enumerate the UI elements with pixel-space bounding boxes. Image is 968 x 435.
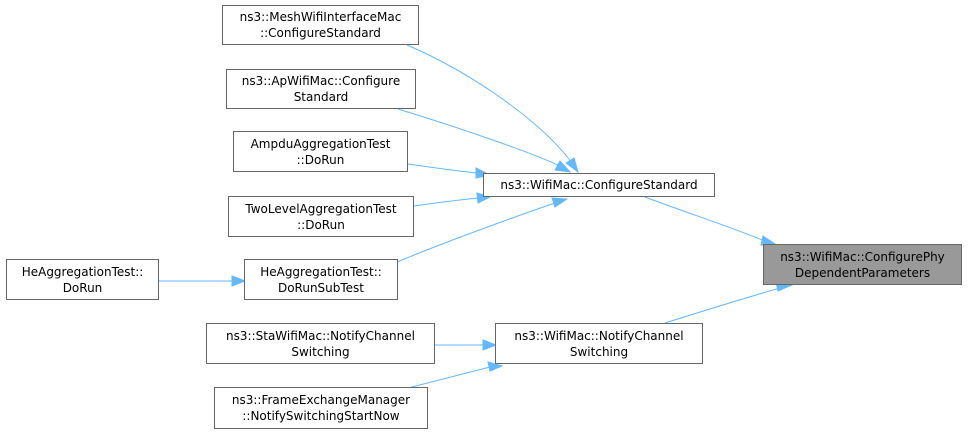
edge-n2-to-n1 bbox=[406, 44, 573, 164]
arrowhead-n3-to-n1 bbox=[554, 160, 572, 173]
edge-n1-to-n0 bbox=[644, 196, 768, 243]
edge-n5-to-n1 bbox=[413, 197, 479, 207]
edge-n3-to-n1 bbox=[397, 108, 561, 167]
node-he-aggregation-test-dorun[interactable]: HeAggregationTest:: DoRun bbox=[6, 259, 159, 300]
node-stawifimac-notify-channel-switching[interactable]: ns3::StaWifiMac::NotifyChannel Switching bbox=[206, 323, 435, 364]
node-he-aggregation-test-dorunsubtest[interactable]: HeAggregationTest:: DoRunSubTest bbox=[244, 259, 398, 300]
node-wifimac-configure-standard[interactable]: ns3::WifiMac::ConfigureStandard bbox=[483, 173, 715, 197]
node-apwifimac-configure-standard[interactable]: ns3::ApWifiMac::Configure Standard bbox=[226, 69, 416, 109]
arrowhead-n2-to-n1 bbox=[565, 157, 579, 174]
arrowhead-n6-to-n1 bbox=[551, 197, 569, 208]
node-frameexchangemanager-notify-switching-start-now[interactable]: ns3::FrameExchangeManager ::NotifySwitch… bbox=[214, 387, 428, 429]
edge-n4-to-n1 bbox=[407, 163, 479, 174]
edge-n8-to-n0 bbox=[664, 287, 781, 324]
arrowhead-n7-to-n6 bbox=[231, 275, 247, 287]
arrowhead-n9-to-n8 bbox=[482, 339, 498, 351]
arrowhead-n10-to-n8 bbox=[487, 361, 504, 372]
node-ampdu-aggregation-test-dorun[interactable]: AmpduAggregationTest ::DoRun bbox=[233, 131, 408, 172]
edge-n10-to-n8 bbox=[407, 366, 491, 389]
edge-n6-to-n1 bbox=[396, 202, 556, 263]
node-meshwifiinterfacemac-configure-standard[interactable]: ns3::MeshWifiInterfaceMac ::ConfigureSta… bbox=[222, 5, 419, 45]
node-wifimac-notify-channel-switching[interactable]: ns3::WifiMac::NotifyChannel Switching bbox=[495, 323, 703, 364]
node-twolevel-aggregation-test-dorun[interactable]: TwoLevelAggregationTest ::DoRun bbox=[228, 196, 414, 237]
node-configure-phy-dependent-parameters[interactable]: ns3::WifiMac::ConfigurePhy DependentPara… bbox=[763, 244, 962, 285]
